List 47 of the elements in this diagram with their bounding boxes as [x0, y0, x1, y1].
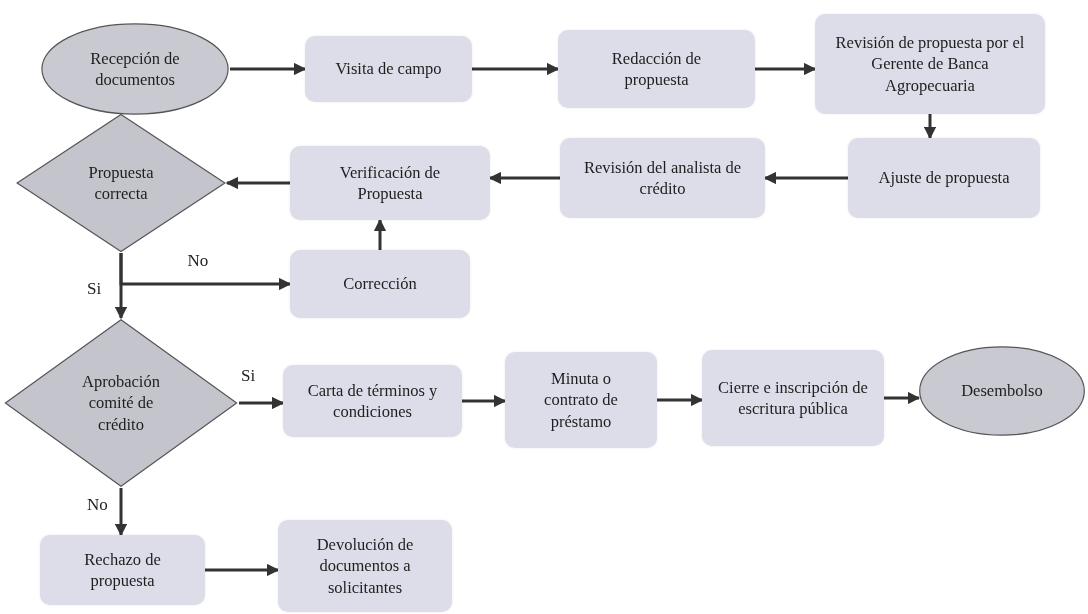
node-text: Aprobación comité de crédito: [81, 370, 161, 436]
arrow: [472, 62, 560, 76]
process-box: [278, 520, 452, 612]
process-box: [558, 30, 755, 108]
node-text: Recepción de documentos: [89, 47, 181, 91]
arrow: [488, 171, 560, 185]
node-text: Redacción de propuesta: [610, 47, 703, 91]
node-text: Carta de términos y condiciones: [306, 379, 439, 423]
process-box: [305, 36, 472, 102]
node-text: Cierre e inscripción de escritura pública: [718, 376, 868, 420]
node-text: Rechazo de propuesta: [83, 548, 162, 592]
process-box: [40, 535, 205, 605]
process-box: [290, 146, 490, 220]
process-box: [290, 250, 470, 318]
terminal-ellipse: [918, 345, 1086, 437]
arrow: [239, 396, 285, 410]
arrow: [114, 488, 128, 537]
decision-diamond: [3, 318, 239, 488]
process-box: [505, 352, 657, 448]
node-text: Propuesta correcta: [87, 161, 155, 205]
node-text: Revisión de propuesta por el Gerente de Banca Agropecuaria: [834, 31, 1026, 97]
node-text: Verificación de Propuesta: [338, 161, 442, 205]
arrow: [657, 393, 704, 407]
arrow: [114, 253, 128, 320]
arrow: [763, 171, 848, 185]
arrow: [225, 176, 290, 190]
process-box: [283, 365, 462, 437]
decision-diamond: [15, 113, 227, 253]
arrow: [205, 563, 280, 577]
arrow: [462, 394, 507, 408]
arrow: [755, 62, 817, 76]
node-text: Desembolso: [961, 380, 1043, 402]
arrow: [884, 391, 921, 405]
process-box: [815, 14, 1045, 114]
process-box: [848, 138, 1040, 218]
node-text: Minuta o contrato de préstamo: [543, 367, 619, 433]
process-box: [560, 138, 765, 218]
node-text: Devolución de documentos a solicitantes: [315, 533, 415, 599]
node-text: Visita de campo: [335, 58, 442, 80]
arrow: [230, 62, 307, 76]
process-box: [702, 350, 884, 446]
arrow: [373, 218, 387, 250]
node-text: Revisión del analista de crédito: [582, 156, 743, 200]
node-text: Corrección: [343, 273, 417, 295]
arrow: [923, 114, 937, 140]
node-text: Ajuste de propuesta: [878, 167, 1010, 189]
terminal-ellipse: [40, 22, 230, 116]
